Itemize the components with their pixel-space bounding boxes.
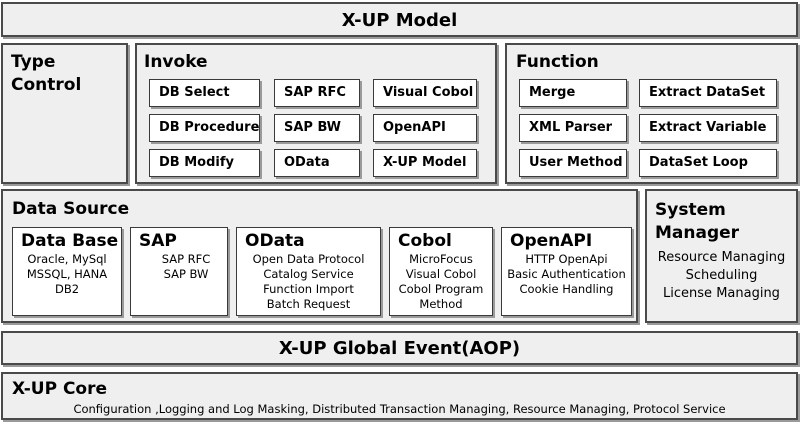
system-manager-line2: Manager xyxy=(655,223,740,243)
function-item-user-method: User Method xyxy=(519,149,627,177)
data-source-title: Data Source xyxy=(12,199,130,219)
function-title: Function xyxy=(516,52,599,72)
source-cobol-line: Visual Cobol xyxy=(405,267,477,281)
invoke-item-db-modify: DB Modify xyxy=(149,149,260,177)
invoke-item-db-procedure: DB Procedure xyxy=(149,114,260,142)
source-cobol-list: MicroFocus Visual Cobol Cobol Program Me… xyxy=(390,252,492,312)
global-event-panel: X-UP Global Event(AOP) xyxy=(1,331,798,365)
source-openapi-title: OpenAPI xyxy=(510,231,593,251)
source-odata-line: Open Data Protocol xyxy=(252,252,365,266)
source-sap-title: SAP xyxy=(139,231,177,251)
invoke-item-xup-model: X-UP Model xyxy=(373,149,477,177)
invoke-item-odata: OData xyxy=(274,149,360,177)
source-openapi-line: Cookie Handling xyxy=(519,282,614,296)
xup-model-banner: X-UP Model xyxy=(1,2,798,37)
invoke-item-openapi: OpenAPI xyxy=(373,114,477,142)
source-odata-line: Batch Request xyxy=(266,297,351,311)
data-source-panel: Data Source Data Base Oracle, MySql MSSQ… xyxy=(1,189,638,323)
source-sap: SAP SAP RFC SAP BW xyxy=(130,227,228,316)
source-openapi-line: HTTP OpenApi xyxy=(525,252,608,266)
source-openapi-line: Basic Authentication xyxy=(507,267,626,281)
type-control-line2: Control xyxy=(11,75,82,95)
invoke-panel: Invoke DB Select SAP RFC Visual Cobol DB… xyxy=(135,43,497,184)
type-control-panel: Type Control xyxy=(1,43,128,184)
source-database-line: MSSQL, HANA xyxy=(26,267,108,281)
system-manager-line1: System xyxy=(655,200,726,220)
source-cobol-line: MicroFocus xyxy=(409,252,473,266)
global-event-title: X-UP Global Event(AOP) xyxy=(278,338,521,359)
source-sap-line: SAP RFC xyxy=(161,252,211,266)
function-item-merge: Merge xyxy=(519,79,627,107)
source-database-line: DB2 xyxy=(54,282,80,296)
system-manager-item: Resource Managing xyxy=(657,250,786,265)
function-item-dataset-loop: DataSet Loop xyxy=(639,149,777,177)
source-sap-line: SAP BW xyxy=(163,267,209,281)
invoke-item-db-select: DB Select xyxy=(149,79,260,107)
function-item-xml-parser: XML Parser xyxy=(519,114,627,142)
source-cobol: Cobol MicroFocus Visual Cobol Cobol Prog… xyxy=(389,227,493,316)
function-panel: Function Merge Extract DataSet XML Parse… xyxy=(505,43,798,184)
system-manager-item: License Managing xyxy=(663,286,780,301)
source-odata-list: Open Data Protocol Catalog Service Funct… xyxy=(237,252,380,312)
source-cobol-line: Method xyxy=(419,297,463,311)
source-database-line: Oracle, MySql xyxy=(27,252,107,266)
invoke-item-visual-cobol: Visual Cobol xyxy=(373,79,477,107)
source-odata-title: OData xyxy=(245,231,305,251)
source-database: Data Base Oracle, MySql MSSQL, HANA DB2 xyxy=(12,227,122,316)
invoke-item-sap-rfc: SAP RFC xyxy=(274,79,360,107)
invoke-item-sap-bw: SAP BW xyxy=(274,114,360,142)
system-manager-panel: System Manager Resource Managing Schedul… xyxy=(645,189,798,323)
function-item-extract-dataset: Extract DataSet xyxy=(639,79,777,107)
source-database-title: Data Base xyxy=(21,231,119,251)
xup-core-panel: X-UP Core Configuration ,Logging and Log… xyxy=(1,372,798,420)
function-item-extract-variable: Extract Variable xyxy=(639,114,777,142)
invoke-title: Invoke xyxy=(144,52,208,72)
type-control-line1: Type xyxy=(11,52,56,72)
system-manager-list: Resource Managing Scheduling License Man… xyxy=(647,249,796,303)
source-openapi: OpenAPI HTTP OpenApi Basic Authenticatio… xyxy=(501,227,632,316)
source-odata: OData Open Data Protocol Catalog Service… xyxy=(236,227,381,316)
system-manager-item: Scheduling xyxy=(685,268,758,283)
model-title: X-UP Model xyxy=(341,10,458,31)
source-sap-list: SAP RFC SAP BW xyxy=(145,252,227,282)
source-openapi-list: HTTP OpenApi Basic Authentication Cookie… xyxy=(502,252,631,297)
source-odata-line: Catalog Service xyxy=(263,267,354,281)
source-cobol-title: Cobol xyxy=(398,231,452,251)
source-database-list: Oracle, MySql MSSQL, HANA DB2 xyxy=(13,252,121,297)
core-title: X-UP Core xyxy=(12,379,108,399)
core-description: Configuration ,Logging and Log Masking, … xyxy=(73,402,726,416)
source-odata-line: Function Import xyxy=(263,282,354,296)
source-cobol-line: Cobol Program xyxy=(398,282,484,296)
